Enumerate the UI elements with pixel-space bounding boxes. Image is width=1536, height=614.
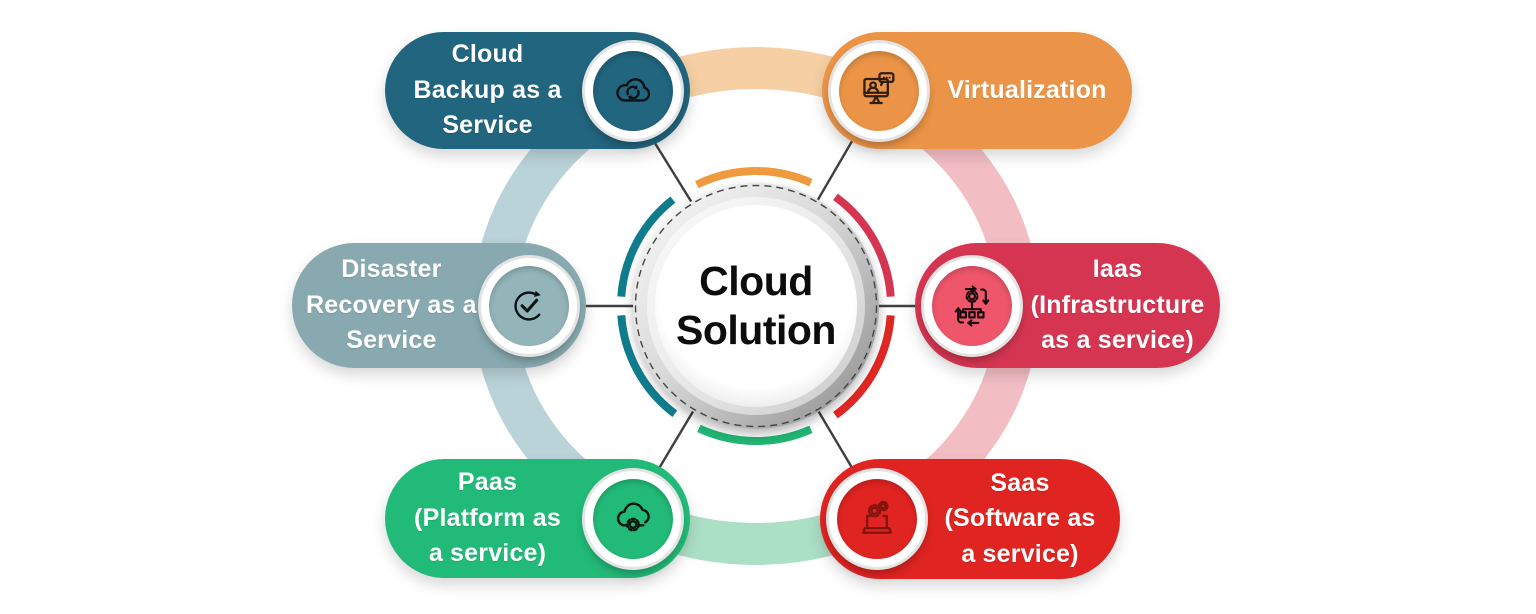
cloud-gear-icon [585,470,681,567]
node-paas: Paas (Platform as a service) [385,459,690,578]
node-cloud-backup-as-a-service: Cloud Backup as a Service [385,32,690,149]
node-virtualization: Virtualization [822,32,1132,149]
inner-ring [617,167,895,446]
cloud-sync-icon [585,42,681,139]
node-label: Iaas (Infrastructure as a service) [1030,255,1205,355]
node-label: Saas (Software as a service) [944,468,1096,568]
infrastructure-gear-icon [924,257,1020,354]
node-label: Virtualization [947,75,1107,104]
node-iaas: Iaas (Infrastructure as a service) [915,243,1220,368]
hub-title-line: Cloud [699,258,813,304]
recovery-check-icon [481,257,577,354]
inner-ring-orange-arc [695,167,813,189]
inner-ring-crimson-arc [833,193,895,297]
inner-ring-green-arc [697,424,813,446]
inner-ring-teal-upper-arc [617,196,676,297]
node-saas: Saas (Software as a service) [820,459,1120,579]
hub-title-line: Solution [676,307,836,353]
inner-ring-red-arc [833,315,895,419]
hub-title: Cloud Solution [626,250,886,362]
node-label: Disaster Recovery as a Service [306,255,477,355]
virtual-desktop-icon [831,42,927,139]
laptop-gears-icon [829,471,925,567]
hub-dashed-border [634,184,878,428]
node-label: Cloud Backup as a Service [413,40,562,140]
node-disaster-recovery-as-a-service: Disaster Recovery as a Service [292,243,586,368]
hub-circle [633,183,879,429]
inner-ring-teal-lower-arc [617,315,678,417]
node-label: Paas (Platform as a service) [414,468,561,568]
